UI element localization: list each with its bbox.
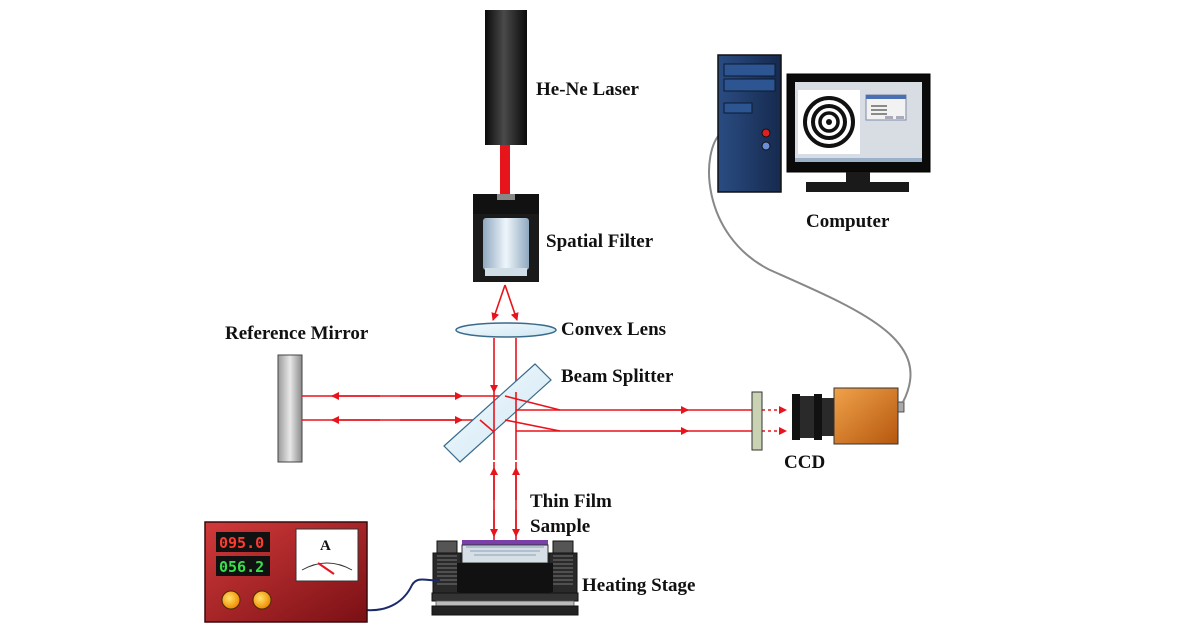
spatial-filter xyxy=(473,194,539,282)
display-bottom-readout: 056.2 xyxy=(219,558,264,576)
temperature-controller xyxy=(204,521,368,623)
label-beam-splitter: Beam Splitter xyxy=(561,366,674,387)
ccd-camera xyxy=(751,387,905,451)
computer xyxy=(717,54,931,193)
output-beams xyxy=(516,406,787,435)
splitter-internal-beams xyxy=(479,392,561,460)
reference-mirror xyxy=(277,354,303,463)
label-thin-film-line1: Thin Film xyxy=(530,491,612,512)
label-ccd: CCD xyxy=(784,452,825,473)
sample-arm-beams xyxy=(490,462,520,540)
label-reference-mirror: Reference Mirror xyxy=(225,323,369,344)
meter-unit-label: A xyxy=(320,538,331,554)
label-thin-film-line2: Sample xyxy=(530,516,590,537)
meter-needle xyxy=(317,562,335,575)
label-computer: Computer xyxy=(806,211,890,232)
diverging-beams xyxy=(491,284,519,321)
label-convex-lens: Convex Lens xyxy=(561,319,666,340)
convex-lens xyxy=(455,322,557,338)
controller-knob-left xyxy=(221,590,241,610)
beam-splitter xyxy=(443,363,552,463)
label-heating-stage: Heating Stage xyxy=(582,575,695,596)
label-spatial-filter: Spatial Filter xyxy=(546,231,654,252)
label-laser: He-Ne Laser xyxy=(536,79,639,100)
heater-cable xyxy=(364,578,441,612)
reference-arm-beams xyxy=(302,392,505,424)
laser-beam xyxy=(500,145,510,195)
thin-film-sample xyxy=(462,540,548,546)
ccd-cable xyxy=(708,131,912,403)
laser xyxy=(485,10,527,195)
heating-stage xyxy=(431,540,579,616)
controller-knob-right xyxy=(252,590,272,610)
display-top-readout: 095.0 xyxy=(219,534,264,552)
